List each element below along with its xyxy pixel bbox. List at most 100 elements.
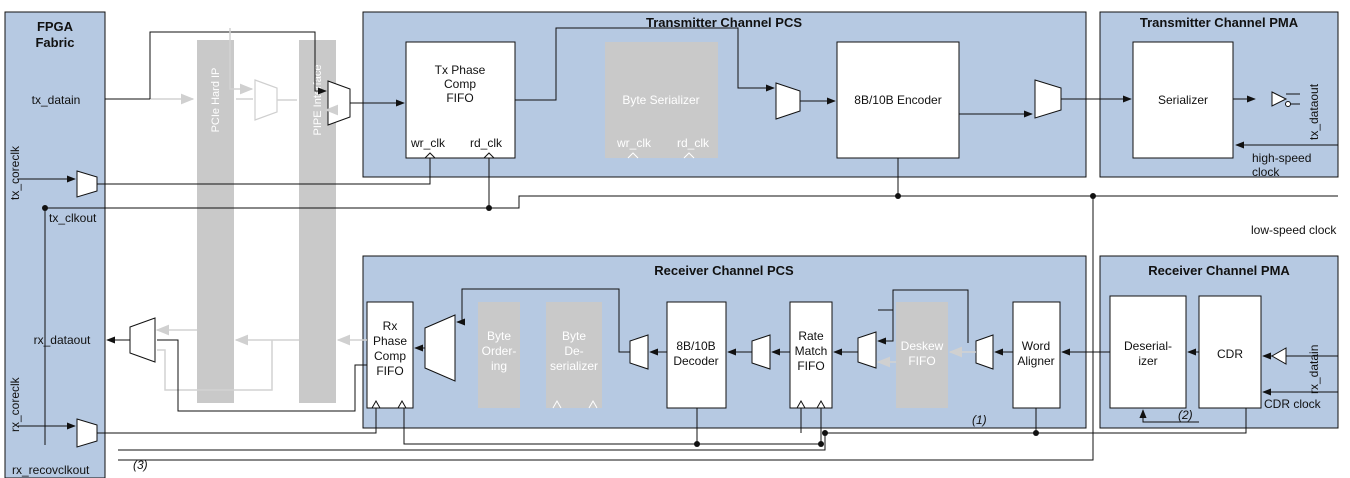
bds-clk-edge-a [552, 399, 562, 409]
rx-output-mux [129, 317, 156, 363]
pcie-hard-ip-label: PCIe Hard IP [210, 68, 222, 133]
rx-fifo-direct [157, 339, 367, 412]
pipe-interface-label: PIPE Interface [312, 65, 324, 136]
rate-match-fifo [789, 301, 833, 409]
pipe-bypass [157, 340, 273, 391]
tx-clk-to-wrclk [97, 158, 431, 185]
word-aligner-block [1012, 301, 1061, 409]
rm-node [822, 430, 828, 436]
bs-wr-clk-label: wr_clk [616, 136, 652, 150]
tx-datain-label: tx_datain [32, 93, 81, 107]
tx-byte-ser-mux [775, 82, 801, 120]
tx-buffer-bubble [1285, 101, 1291, 107]
recov-clk-net [1035, 408, 1247, 434]
byte-serializer-block [605, 42, 718, 158]
tx-phase-comp-fifo [405, 41, 516, 159]
rx-decoder-mux [629, 334, 649, 370]
note-1: (1) [972, 413, 987, 427]
tx-pma-title: Transmitter Channel PMA [1140, 15, 1299, 30]
tx-clk-mux [76, 170, 98, 198]
rx-pma-title: Receiver Channel PMA [1148, 263, 1290, 278]
deskew-bypass [878, 289, 969, 343]
low-speed-clock-bus [45, 195, 1338, 209]
encoder-clk-node [895, 193, 901, 199]
tx-rd-clk-label: rd_clk [470, 136, 503, 150]
deserializer-label: Deserial-izer [1124, 339, 1172, 368]
rx-datain-label: rx_datain [1307, 345, 1321, 394]
fpga-fabric-region [4, 11, 106, 478]
rm-clk-edge-b [816, 399, 826, 409]
cdr-block [1198, 295, 1262, 409]
cdr-clock-label: CDR clock [1264, 397, 1322, 411]
rx-phase-comp-fifo [366, 301, 414, 409]
rx-pcs-title: Receiver Channel PCS [654, 263, 794, 278]
serializer-label: Serializer [1158, 93, 1208, 107]
tx-pipe-mux [254, 79, 278, 121]
byte-serializer-label: Byte Serializer [622, 93, 699, 107]
cdr-to-deserializer-clk [1139, 409, 1199, 423]
tx-pcs-title: Transmitter Channel PCS [646, 15, 802, 30]
rm-clk-edge-a [796, 399, 806, 409]
rx-fifo-clk-edge-a [371, 399, 381, 409]
rx-clk-mux [76, 418, 98, 448]
tx-fifo-to-mux [515, 27, 775, 101]
bs-rd-clk-edge [683, 152, 695, 159]
encoder-block [836, 41, 960, 159]
tx-clkout-node [42, 205, 48, 211]
tx-input-mux [327, 80, 351, 126]
tx-encoder-mux [1034, 79, 1062, 119]
pcie-hard-ip-column [197, 40, 234, 403]
recov-clk-to-fabric [118, 432, 1036, 451]
rx-fifo-input-mux [424, 314, 456, 382]
recov-node [1033, 430, 1039, 436]
serializer-block [1132, 41, 1234, 159]
lsclk-node [1090, 193, 1096, 199]
bds-clk-edge-b [588, 399, 598, 409]
rx-coreclk-label: rx_coreclk [8, 376, 22, 432]
low-speed-clock-label: low-speed clock [1251, 223, 1337, 237]
decoder-block [666, 301, 727, 409]
deskew-bypass-arrow [877, 310, 894, 345]
rx-pcs-clk-net [403, 408, 698, 445]
clk-to-fabric [118, 196, 1094, 461]
note-3: (3) [133, 458, 148, 472]
tx-wr-clk-label: wr_clk [410, 136, 446, 150]
rx-clk-to-fifo [97, 408, 377, 434]
tx-rd-clk-edge [483, 152, 495, 159]
tx-dataout-label: tx_dataout [1307, 83, 1321, 140]
rx-recovclkout-label: rx_recovclkout [12, 463, 90, 477]
tx-coreclk-label: tx_coreclk [8, 145, 22, 200]
rx-input-buffer [1270, 347, 1287, 365]
deskew-fifo-block [896, 302, 948, 408]
rx-ratematch-mux [751, 334, 771, 370]
encoder-label: 8B/10B Encoder [854, 93, 941, 107]
rx-dataout-label: rx_dataout [34, 333, 91, 347]
byte-ordering-block [478, 302, 520, 408]
tx-wr-clk-edge [424, 152, 436, 159]
tx-pcie-mux-feed [229, 28, 254, 95]
bs-rd-clk-label: rd_clk [677, 136, 710, 150]
decoder-bypass [456, 288, 630, 353]
tx-output-buffer [1271, 91, 1288, 107]
deserializer-block [1109, 295, 1187, 409]
note-2: (2) [1178, 408, 1193, 422]
rx-aligner-mux [975, 334, 994, 370]
dec-node [694, 441, 700, 447]
rx-fifo-clk-edge-b [397, 399, 407, 409]
rx-deskew-mux [857, 331, 877, 369]
tx-clkout-label: tx_clkout [49, 211, 97, 225]
tx-rdclk-node [486, 205, 492, 211]
bs-wr-clk-edge [627, 152, 639, 159]
tx-bypass-wire [149, 31, 327, 99]
